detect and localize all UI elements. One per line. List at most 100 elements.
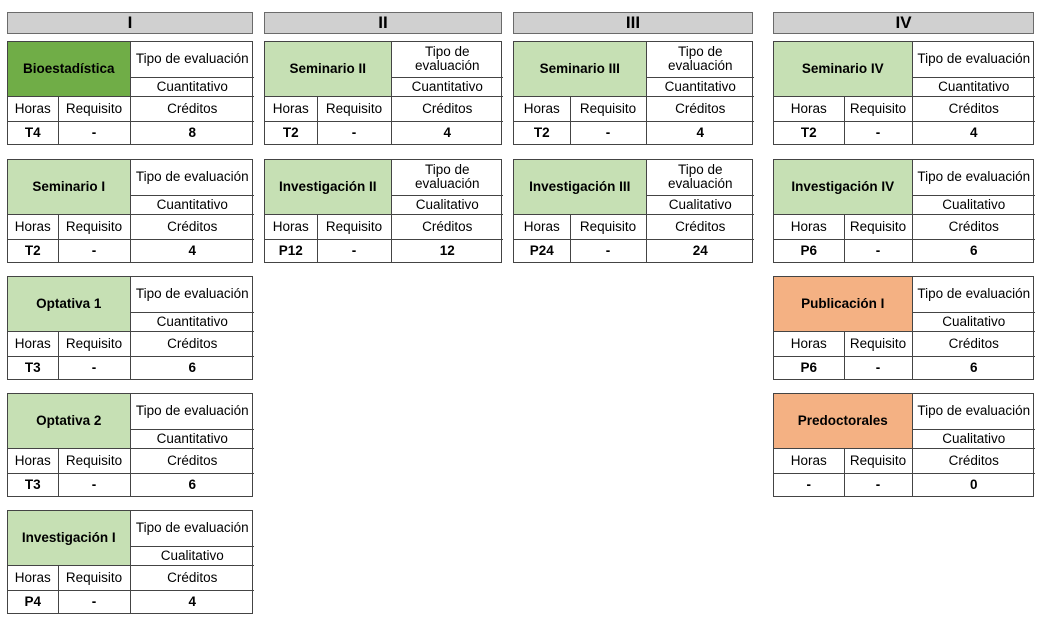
course-name: Seminario IV	[774, 42, 913, 97]
creditos-label: Créditos	[911, 213, 1035, 240]
horas-label: Horas	[774, 447, 845, 474]
creditos-label: Créditos	[129, 447, 254, 474]
horas-value: T3	[8, 355, 59, 379]
evaluacion-value: Cuantitativo	[646, 76, 754, 97]
semester-header: II	[264, 12, 502, 34]
course-card-bioestadistica: Bioestadística Tipo de evaluación Cuanti…	[7, 41, 255, 145]
horas-value: T2	[8, 238, 59, 262]
horas-value: T2	[265, 120, 318, 144]
course-name: Seminario III	[514, 42, 647, 97]
semester-header: IV	[773, 12, 1034, 34]
course-card-seminario-ii: Seminario II Tipo de evaluación Cuantita…	[264, 41, 503, 145]
requisito-value: -	[57, 238, 131, 262]
creditos-label: Créditos	[645, 95, 754, 122]
horas-value: T4	[8, 120, 59, 144]
evaluacion-value: Cualitativo	[912, 194, 1035, 215]
evaluacion-value: Cuantitativo	[391, 76, 503, 97]
requisito-label: Requisito	[316, 95, 392, 122]
requisito-value: -	[569, 120, 647, 144]
creditos-label: Créditos	[645, 213, 754, 240]
semester-header: I	[7, 12, 253, 34]
course-card-seminario-iii: Seminario III Tipo de evaluación Cuantit…	[513, 41, 754, 145]
evaluacion-value: Cuantitativo	[130, 194, 254, 215]
horas-label: Horas	[8, 564, 59, 591]
tipo-evaluacion-label: Tipo de evaluación	[129, 394, 254, 430]
creditos-value: 4	[390, 120, 503, 144]
requisito-value: -	[843, 120, 913, 144]
requisito-value: -	[57, 472, 131, 496]
creditos-label: Créditos	[390, 213, 503, 240]
course-name: Predoctorales	[774, 394, 913, 449]
course-card-investigacion-iv: Investigación IV Tipo de evaluación Cual…	[773, 159, 1035, 263]
requisito-label: Requisito	[57, 447, 131, 474]
creditos-value: 6	[911, 238, 1035, 262]
requisito-value: -	[569, 238, 647, 262]
requisito-label: Requisito	[57, 564, 131, 591]
creditos-value: 6	[129, 472, 254, 496]
evaluacion-value: Cuantitativo	[130, 428, 254, 449]
requisito-label: Requisito	[843, 447, 913, 474]
requisito-value: -	[316, 238, 392, 262]
horas-label: Horas	[774, 213, 845, 240]
tipo-evaluacion-label: Tipo de evaluación	[390, 160, 503, 196]
course-name: Seminario I	[8, 160, 131, 215]
requisito-label: Requisito	[843, 213, 913, 240]
creditos-label: Créditos	[129, 95, 255, 122]
horas-label: Horas	[774, 330, 845, 357]
horas-label: Horas	[514, 213, 571, 240]
course-card-publicacion-i: Publicación I Tipo de evaluación Cualita…	[773, 276, 1035, 380]
course-name: Publicación I	[774, 277, 913, 332]
horas-value: P24	[514, 238, 571, 262]
requisito-value: -	[843, 355, 913, 379]
creditos-label: Créditos	[390, 95, 503, 122]
evaluacion-value: Cuantitativo	[130, 76, 255, 97]
tipo-evaluacion-label: Tipo de evaluación	[129, 160, 254, 196]
requisito-value: -	[57, 589, 131, 613]
evaluacion-value: Cualitativo	[391, 194, 503, 215]
horas-value: P6	[774, 355, 845, 379]
creditos-value: 8	[129, 120, 255, 144]
creditos-value: 6	[129, 355, 254, 379]
requisito-label: Requisito	[569, 95, 647, 122]
horas-value: P12	[265, 238, 318, 262]
evaluacion-value: Cualitativo	[912, 311, 1035, 332]
requisito-label: Requisito	[316, 213, 392, 240]
tipo-evaluacion-label: Tipo de evaluación	[390, 42, 503, 78]
course-name: Investigación IV	[774, 160, 913, 215]
tipo-evaluacion-label: Tipo de evaluación	[645, 160, 754, 196]
tipo-evaluacion-label: Tipo de evaluación	[129, 511, 254, 547]
requisito-label: Requisito	[569, 213, 647, 240]
tipo-evaluacion-label: Tipo de evaluación	[129, 277, 254, 313]
tipo-evaluacion-label: Tipo de evaluación	[129, 42, 255, 78]
horas-label: Horas	[514, 95, 571, 122]
creditos-value: 24	[645, 238, 754, 262]
requisito-value: -	[843, 472, 913, 496]
creditos-label: Créditos	[911, 95, 1035, 122]
creditos-value: 4	[129, 589, 254, 613]
creditos-label: Créditos	[911, 447, 1036, 474]
evaluacion-value: Cuantitativo	[912, 76, 1035, 97]
creditos-label: Créditos	[911, 330, 1035, 357]
tipo-evaluacion-label: Tipo de evaluación	[911, 160, 1035, 196]
course-card-investigacion-i: Investigación I Tipo de evaluación Cuali…	[7, 510, 254, 614]
horas-label: Horas	[265, 213, 318, 240]
evaluacion-value: Cuantitativo	[130, 311, 254, 332]
evaluacion-value: Cualitativo	[130, 545, 254, 566]
tipo-evaluacion-label: Tipo de evaluación	[911, 394, 1036, 430]
horas-value: P6	[774, 238, 845, 262]
tipo-evaluacion-label: Tipo de evaluación	[911, 277, 1035, 313]
creditos-value: 12	[390, 238, 503, 262]
course-card-seminario-iv: Seminario IV Tipo de evaluación Cuantita…	[773, 41, 1035, 145]
course-card-seminario-i: Seminario I Tipo de evaluación Cuantitat…	[7, 159, 254, 263]
course-name: Investigación I	[8, 511, 131, 566]
creditos-label: Créditos	[129, 564, 254, 591]
course-name: Optativa 2	[8, 394, 131, 449]
creditos-value: 0	[911, 472, 1036, 496]
requisito-value: -	[57, 120, 131, 144]
requisito-label: Requisito	[843, 95, 913, 122]
course-card-investigacion-ii: Investigación II Tipo de evaluación Cual…	[264, 159, 503, 263]
requisito-label: Requisito	[843, 330, 913, 357]
requisito-label: Requisito	[57, 213, 131, 240]
evaluacion-value: Cualitativo	[646, 194, 754, 215]
course-name: Optativa 1	[8, 277, 131, 332]
